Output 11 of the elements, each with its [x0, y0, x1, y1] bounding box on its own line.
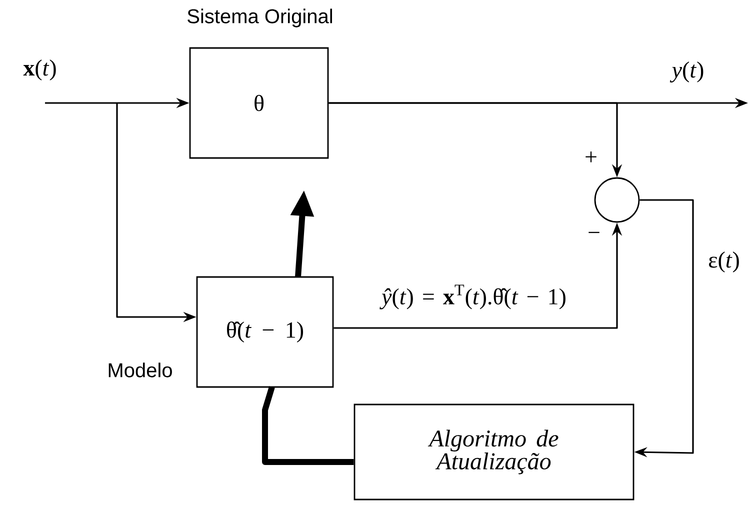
sign-label: +: [586, 152, 596, 162]
edge-label: ε(t): [707, 250, 741, 274]
box-heading: Modelo: [108, 362, 172, 378]
process-box: Algoritmo de Atualização: [354, 404, 634, 500]
edge-label: x(t): [22, 58, 58, 82]
edge-label: ŷ(t) = x$^{T}$(t).θ̂(t − 1): [380, 284, 568, 310]
box-heading: Sistema Original: [188, 8, 332, 28]
sign-label: −: [588, 232, 600, 234]
edge-label: y(t): [670, 60, 706, 84]
process-box: θ̂(t − 1): [196, 276, 334, 388]
process-box: θ: [189, 47, 329, 159]
